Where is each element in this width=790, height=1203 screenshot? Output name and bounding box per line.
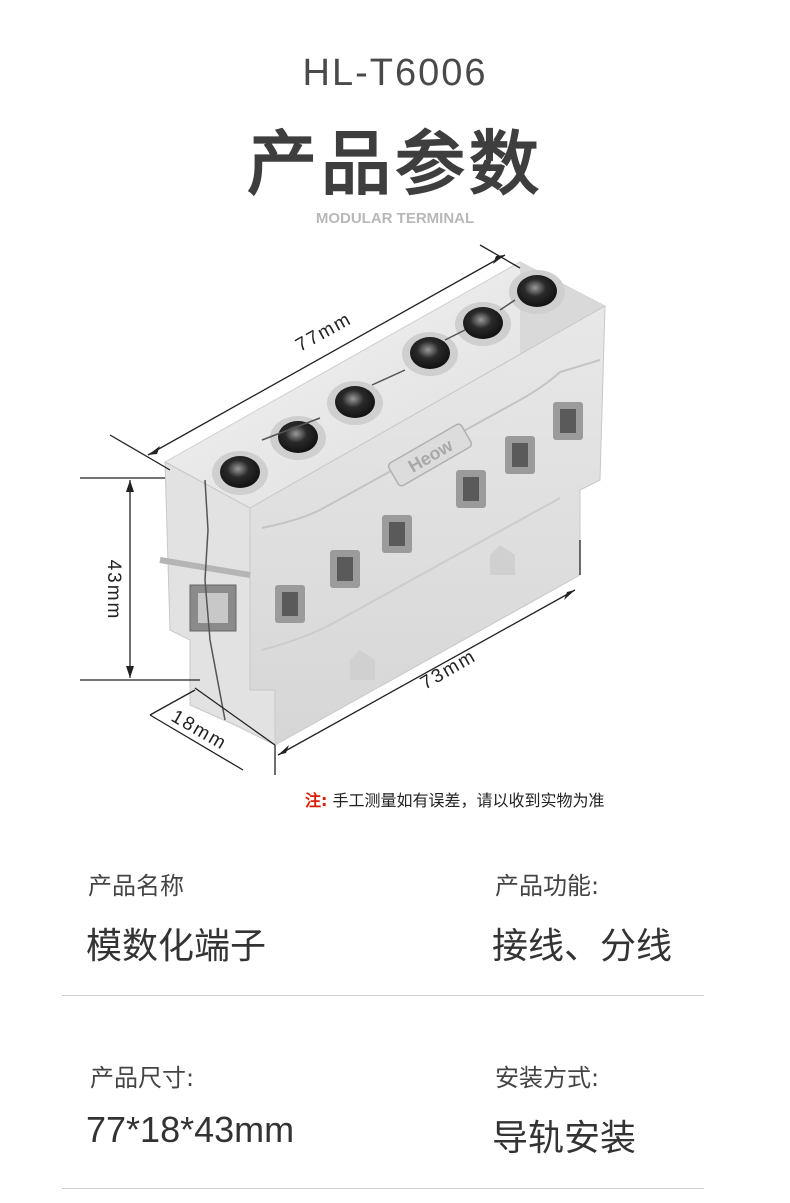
spec-size-label: 产品尺寸:	[90, 1064, 195, 1092]
page-title: 产品参数	[247, 123, 543, 205]
spec-install-label: 安装方式:	[495, 1064, 600, 1092]
model-number: HL-T6006	[302, 52, 488, 94]
note-text: 手工测量如有误差，请以收到实物为准	[332, 791, 605, 810]
note-label: 注:	[305, 791, 328, 810]
dim-height-label: 43mm	[103, 560, 124, 621]
spec-name-label: 产品名称	[88, 872, 184, 900]
measurement-note: 注: 手工测量如有误差，请以收到实物为准	[305, 787, 605, 811]
divider-1	[62, 995, 704, 996]
terminal-product-image: Heow 77mm 43mm 18mm 73mm	[80, 244, 607, 775]
page-subtitle: MODULAR TERMINAL	[315, 210, 475, 227]
spec-install-value: 导轨安装	[492, 1118, 637, 1159]
spec-function-value: 接线、分线	[492, 926, 673, 967]
bridge-wire	[204, 299, 516, 721]
dim-length-label: 77mm	[292, 309, 355, 357]
spec-function-label: 产品功能:	[495, 872, 600, 900]
divider-2	[62, 1188, 704, 1189]
terminal-cover-seam	[261, 359, 601, 529]
screw-holes	[212, 270, 565, 495]
spec-name-value: 模数化端子	[86, 926, 267, 967]
spec-size-value: 77*18*43mm	[86, 1109, 295, 1150]
dimension-lines	[80, 244, 581, 775]
wire-entry-slots	[275, 402, 583, 623]
